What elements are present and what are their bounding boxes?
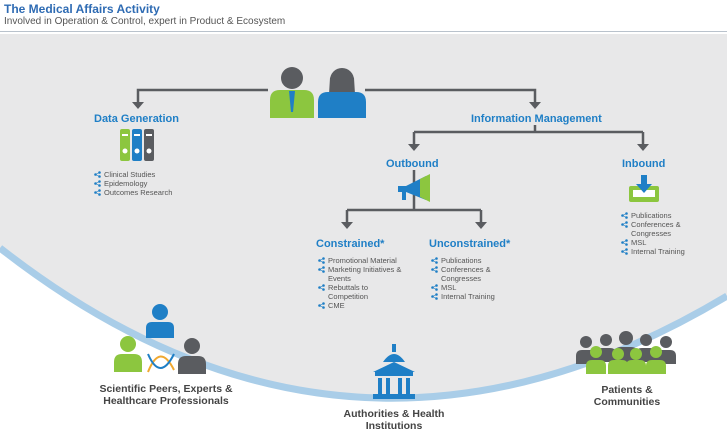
- authority-building-icon: [373, 344, 415, 399]
- inbound-list: Publications Conferences & Congresses MS…: [621, 211, 721, 256]
- arrow-heads: [132, 102, 649, 229]
- list-item: Promotional Material: [318, 256, 414, 265]
- list-item: CME: [318, 301, 414, 310]
- share-bullet-icon: [318, 284, 325, 291]
- share-bullet-icon: [431, 266, 438, 273]
- constrained-list: Promotional Material Marketing Initiativ…: [318, 256, 414, 310]
- list-item: Publications: [431, 256, 521, 265]
- share-bullet-icon: [621, 221, 628, 228]
- unconstrained-heading: Unconstrained*: [429, 238, 511, 250]
- list-item: MSL: [431, 283, 521, 292]
- scientific-peers-icon: [114, 304, 206, 374]
- inbound-heading: Inbound: [622, 158, 666, 170]
- unconstrained-list: Publications Conferences & Congresses MS…: [431, 256, 521, 301]
- gray-panel: [0, 34, 727, 436]
- patients-community-icon: [576, 331, 676, 374]
- list-item: Clinical Studies: [94, 170, 204, 179]
- share-bullet-icon: [431, 257, 438, 264]
- share-bullet-icon: [94, 171, 101, 178]
- information-management-heading: Information Management: [471, 113, 602, 125]
- megaphone-icon: [398, 174, 430, 202]
- list-item: Marketing Initiatives & Events: [318, 265, 410, 283]
- share-bullet-icon: [318, 302, 325, 309]
- list-item: Conferences & Congresses: [431, 265, 513, 283]
- peers-label: Scientific Peers, Experts & Healthcare P…: [99, 383, 233, 407]
- list-item: Internal Training: [431, 292, 521, 301]
- list-item: MSL: [621, 238, 721, 247]
- data-generation-list: Clinical Studies Epidemology Outcomes Re…: [94, 170, 204, 197]
- share-bullet-icon: [431, 284, 438, 291]
- share-bullet-icon: [621, 212, 628, 219]
- list-item: Internal Training: [621, 247, 721, 256]
- share-bullet-icon: [621, 248, 628, 255]
- list-item: Epidemology: [94, 179, 204, 188]
- list-item: Conferences & Congresses: [621, 220, 709, 238]
- authorities-label: Authorities & Health Institutions: [343, 408, 445, 432]
- share-bullet-icon: [94, 189, 101, 196]
- outbound-heading: Outbound: [386, 158, 439, 170]
- patients-label: Patients & Communities: [593, 384, 661, 408]
- share-bullet-icon: [318, 257, 325, 264]
- binders-icon: [120, 129, 154, 161]
- inbox-download-icon: [629, 175, 659, 202]
- share-bullet-icon: [621, 239, 628, 246]
- data-generation-heading: Data Generation: [94, 113, 179, 125]
- page-title: The Medical Affairs Activity: [4, 2, 160, 16]
- list-item: Rebuttals to Competition: [318, 283, 398, 301]
- list-item: Publications: [621, 211, 721, 220]
- medical-affairs-people-icon: [270, 67, 366, 118]
- share-bullet-icon: [431, 293, 438, 300]
- header-divider: [0, 31, 727, 32]
- share-bullet-icon: [318, 266, 325, 273]
- page-subtitle: Involved in Operation & Control, expert …: [4, 16, 286, 27]
- share-bullet-icon: [94, 180, 101, 187]
- constrained-heading: Constrained*: [316, 238, 385, 250]
- white-bowl: [0, 250, 727, 436]
- list-item: Outcomes Research: [94, 188, 204, 197]
